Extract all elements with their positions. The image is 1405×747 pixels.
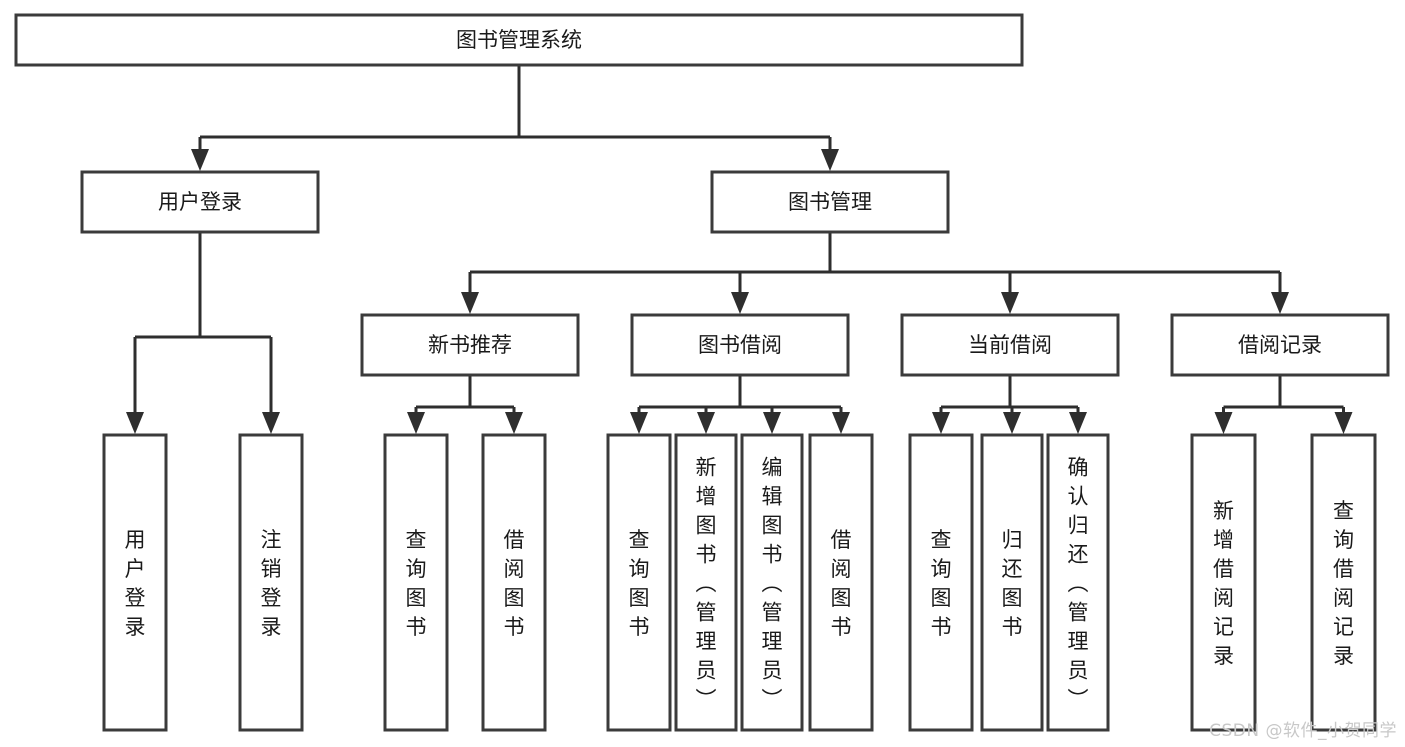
node-leaf-query-book-2[interactable]: 查询图书 xyxy=(606,433,672,732)
node-book-borrow[interactable]: 图书借阅 xyxy=(630,313,850,377)
node-box[interactable] xyxy=(238,433,304,732)
arrow-head-icon xyxy=(407,412,425,434)
node-leaf-borrow-book-2[interactable]: 借阅图书 xyxy=(808,433,874,732)
node-leaf-confirm-return[interactable]: 确认归还︵管理员︶ xyxy=(1046,433,1110,732)
arrow-head-icon xyxy=(461,292,479,314)
node-leaf-add-book[interactable]: 新增图书︵管理员︶ xyxy=(674,433,738,732)
node-label: 图书管理 xyxy=(788,190,872,214)
node-book-manage[interactable]: 图书管理 xyxy=(710,170,950,234)
arrow-head-icon xyxy=(697,412,715,434)
arrow-head-icon xyxy=(262,412,280,434)
node-box[interactable] xyxy=(908,433,974,732)
edge-group-new-book-rec xyxy=(407,375,523,434)
node-label: 用户登录 xyxy=(158,190,242,214)
node-label: 借阅图书 xyxy=(504,528,525,639)
arrow-head-icon xyxy=(126,412,144,434)
node-label: 当前借阅 xyxy=(968,333,1052,357)
node-label: 新增图书︵管理员︶ xyxy=(696,456,717,712)
node-box[interactable] xyxy=(1170,313,1390,377)
node-box[interactable] xyxy=(900,313,1120,377)
node-box[interactable] xyxy=(360,313,580,377)
node-box[interactable] xyxy=(14,13,1024,67)
arrow-head-icon xyxy=(1001,292,1019,314)
node-root[interactable]: 图书管理系统 xyxy=(14,13,1024,67)
arrow-head-icon xyxy=(630,412,648,434)
node-label: 查询借阅记录 xyxy=(1333,499,1354,668)
node-new-book-rec[interactable]: 新书推荐 xyxy=(360,313,580,377)
node-label: 查询图书 xyxy=(629,528,650,639)
edge-group-user-login xyxy=(126,232,280,434)
arrow-head-icon xyxy=(1214,412,1233,434)
node-box[interactable] xyxy=(808,433,874,732)
node-leaf-user-login[interactable]: 用户登录 xyxy=(102,433,168,732)
arrow-head-icon xyxy=(832,412,850,434)
arrow-head-icon xyxy=(821,149,839,171)
edge-group-book-manage xyxy=(461,232,1289,314)
edge-group-current-borrow xyxy=(932,375,1087,434)
node-leaf-query-book-3[interactable]: 查询图书 xyxy=(908,433,974,732)
node-box[interactable] xyxy=(674,433,738,732)
node-box[interactable] xyxy=(980,433,1044,732)
edge-group-book-borrow xyxy=(630,375,850,434)
node-box[interactable] xyxy=(740,433,804,732)
node-box[interactable] xyxy=(102,433,168,732)
arrow-head-icon xyxy=(191,149,209,171)
node-box[interactable] xyxy=(1190,433,1257,732)
node-label: 借阅图书 xyxy=(831,528,852,639)
node-leaf-borrow-book-1[interactable]: 借阅图书 xyxy=(481,433,547,732)
edge-group-root xyxy=(191,65,839,171)
node-label: 用户登录 xyxy=(125,528,146,639)
node-label: 查询图书 xyxy=(931,528,952,639)
node-label: 图书管理系统 xyxy=(456,28,582,52)
arrow-head-icon xyxy=(932,412,950,434)
node-user-login[interactable]: 用户登录 xyxy=(80,170,320,234)
node-box[interactable] xyxy=(606,433,672,732)
arrow-head-icon xyxy=(1271,292,1289,314)
node-label: 借阅记录 xyxy=(1238,333,1322,357)
node-box[interactable] xyxy=(383,433,449,732)
node-borrow-record[interactable]: 借阅记录 xyxy=(1170,313,1390,377)
node-leaf-query-book-1[interactable]: 查询图书 xyxy=(383,433,449,732)
node-label: 归还图书 xyxy=(1002,528,1023,639)
node-box[interactable] xyxy=(481,433,547,732)
arrow-head-icon xyxy=(505,412,523,434)
node-box[interactable] xyxy=(630,313,850,377)
arrow-head-icon xyxy=(1069,412,1087,434)
node-box[interactable] xyxy=(1046,433,1110,732)
arrow-head-icon xyxy=(731,292,749,314)
node-leaf-edit-book[interactable]: 编辑图书︵管理员︶ xyxy=(740,433,804,732)
node-leaf-return-book[interactable]: 归还图书 xyxy=(980,433,1044,732)
node-label: 查询图书 xyxy=(406,528,427,639)
edge-group-borrow-record xyxy=(1214,375,1353,434)
node-leaf-user-logout[interactable]: 注销登录 xyxy=(238,433,304,732)
node-label: 确认归还︵管理员︶ xyxy=(1068,456,1089,712)
node-label: 新书推荐 xyxy=(428,333,512,357)
node-leaf-add-record[interactable]: 新增借阅记录 xyxy=(1190,433,1257,732)
node-layer: 图书管理系统用户登录图书管理新书推荐图书借阅当前借阅借阅记录用户登录注销登录查询… xyxy=(14,13,1390,732)
node-label: 图书借阅 xyxy=(698,333,782,357)
node-label: 新增借阅记录 xyxy=(1213,499,1234,668)
node-label: 注销登录 xyxy=(261,528,282,639)
node-current-borrow[interactable]: 当前借阅 xyxy=(900,313,1120,377)
node-leaf-query-record[interactable]: 查询借阅记录 xyxy=(1310,433,1377,732)
arrow-head-icon xyxy=(763,412,781,434)
connector-layer xyxy=(126,65,1353,434)
node-box[interactable] xyxy=(80,170,320,234)
arrow-head-icon xyxy=(1334,412,1353,434)
node-box[interactable] xyxy=(1310,433,1377,732)
node-box[interactable] xyxy=(710,170,950,234)
arrow-head-icon xyxy=(1003,412,1021,434)
node-label: 编辑图书︵管理员︶ xyxy=(762,456,783,712)
